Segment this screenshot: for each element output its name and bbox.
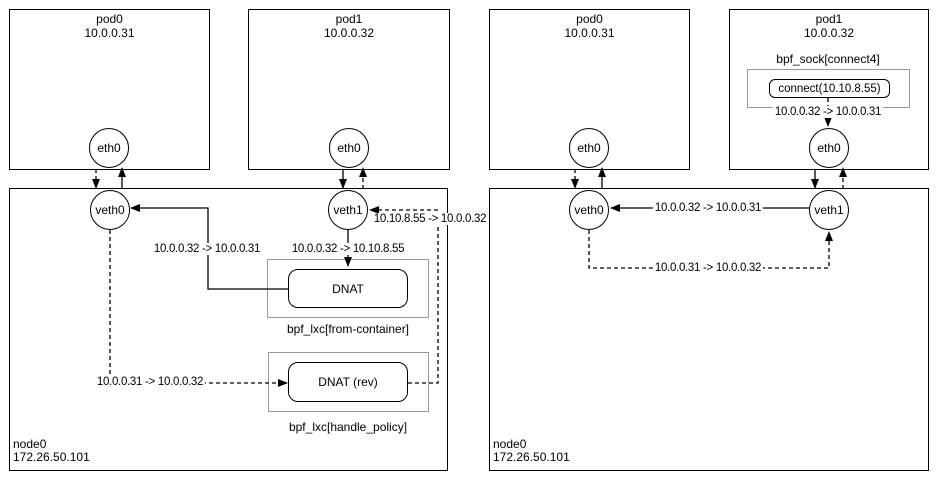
- bpf-sock-connect4-caption: bpf_sock[connect4]: [776, 52, 880, 66]
- pod1-title-right: pod1 10.0.0.32: [729, 12, 929, 40]
- pod1-box-right: [729, 9, 929, 170]
- veth1-circle-right: veth1: [809, 190, 849, 230]
- arrow-veth0-to-dnat-rev: [109, 230, 288, 387]
- flow-label-veth0-to-veth1-right: 10.0.0.31 -> 10.0.0.32: [652, 262, 764, 274]
- flow-label-dnat-to-veth0: 10.0.0.32 -> 10.0.0.31: [151, 243, 263, 255]
- pod1-name-right: pod1: [815, 12, 843, 26]
- node0-label-right: node0 172.26.50.101: [493, 438, 570, 464]
- node0-ip-left: 172.26.50.101: [13, 449, 90, 464]
- flow-label-veth1-to-dnat: 10.0.0.32 -> 10.10.8.55: [289, 243, 407, 255]
- flow-label-veth0-to-dnat-rev: 10.0.0.31 -> 10.0.0.32: [94, 376, 206, 388]
- node0-box-left: [9, 188, 448, 471]
- pod0-name-right: pod0: [576, 12, 603, 26]
- pod0-name-left: pod0: [96, 12, 123, 26]
- pod0-ip-right: 10.0.0.31: [564, 25, 615, 40]
- pod0-box-left: [9, 9, 210, 170]
- pod1-eth0-circle-right: eth0: [809, 128, 849, 168]
- pod0-eth0-circle-right: eth0: [569, 128, 609, 168]
- flow-label-dnat-rev-to-veth1: 10.10.8.55 -> 10.0.0.32: [371, 213, 489, 225]
- node0-name-left: node0: [13, 437, 47, 451]
- pod0-title-right: pod0 10.0.0.31: [489, 12, 690, 40]
- pod0-box-right: [489, 9, 690, 170]
- bpf-lxc-handle-policy-box: [268, 352, 429, 412]
- dnat-box: DNAT: [288, 269, 408, 308]
- veth0-circle-left: veth0: [90, 190, 130, 230]
- pod1-ip-right: 10.0.0.32: [803, 25, 855, 40]
- pod0-title-left: pod0 10.0.0.31: [9, 12, 210, 40]
- flow-label-veth1-to-veth0-right: 10.0.0.32 -> 10.0.0.31: [652, 202, 764, 214]
- veth1-circle-left: veth1: [328, 190, 368, 230]
- pod0-eth0-circle-left: eth0: [89, 128, 129, 168]
- pod1-eth0-circle-left: eth0: [329, 128, 369, 168]
- pod1-ip-left: 10.0.0.32: [323, 25, 375, 40]
- node0-name-right: node0: [493, 437, 527, 451]
- veth0-circle-right: veth0: [569, 190, 609, 230]
- pod0-ip-left: 10.0.0.31: [84, 25, 135, 40]
- bpf-lxc-handle-policy-caption: bpf_lxc[handle_policy]: [288, 420, 408, 434]
- node0-label-left: node0 172.26.50.101: [13, 438, 90, 464]
- node0-box-right: [489, 188, 929, 471]
- node0-ip-right: 172.26.50.101: [493, 449, 570, 464]
- pod1-box-left: [248, 9, 450, 170]
- dnat-rev-box: DNAT (rev): [288, 362, 408, 402]
- pod1-name-left: pod1: [335, 12, 363, 26]
- arrow-dnat-rev-to-veth1: [369, 206, 439, 384]
- pod1-title-left: pod1 10.0.0.32: [248, 12, 450, 40]
- bpf-lxc-from-container-caption: bpf_lxc[from-container]: [286, 322, 410, 336]
- connect-call-box: connect(10.10.8.55): [769, 79, 890, 98]
- flow-label-sock-rewrite: 10.0.0.32 -> 10.0.0.31: [772, 106, 884, 118]
